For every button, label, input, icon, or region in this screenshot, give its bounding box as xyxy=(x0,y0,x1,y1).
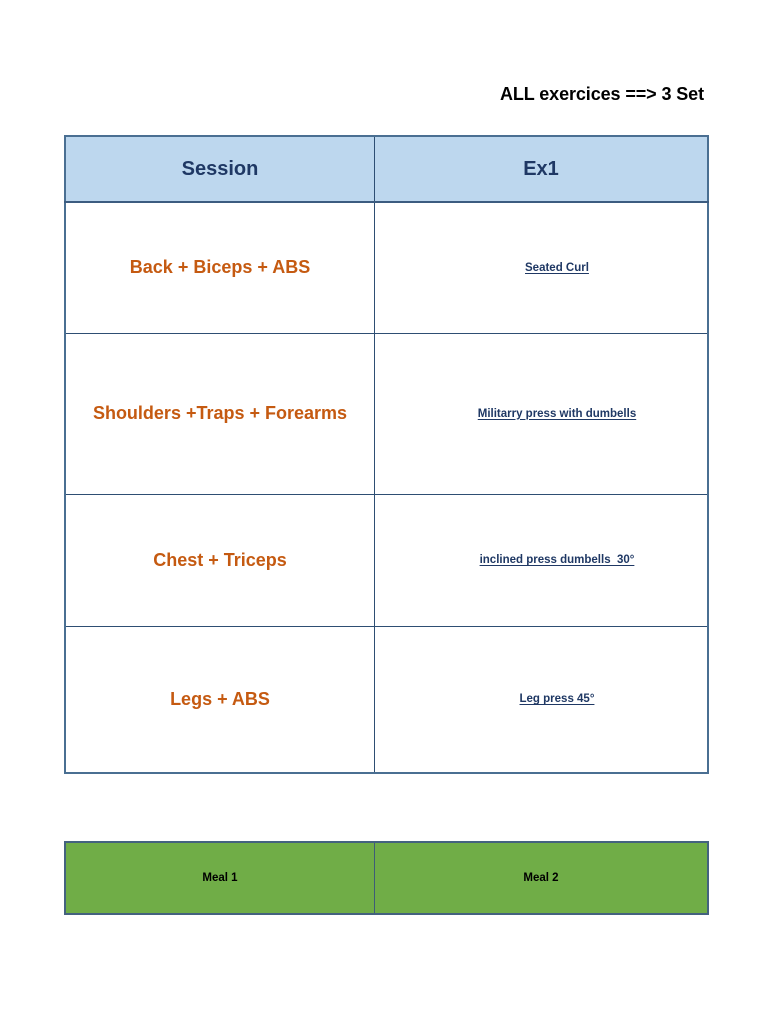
exercise-cell: inclined press dumbells 30° xyxy=(374,493,709,627)
session-name-cell: Chest + Triceps xyxy=(64,493,375,627)
workout-table-body: Back + Biceps + ABS Seated Curl Shoulder… xyxy=(64,201,709,774)
all-exercises-note: ALL exercices ==> 3 Set xyxy=(499,84,704,104)
table-row: Legs + ABS Leg press 45° xyxy=(64,625,709,774)
exercise-link[interactable]: Militarry press with dumbells xyxy=(477,407,637,420)
table-row: Chest + Triceps inclined press dumbells … xyxy=(64,493,709,627)
exercise-cell: Leg press 45° xyxy=(374,625,709,774)
workout-table-header-row: Session Ex1 xyxy=(64,135,709,203)
column-header-session: Session xyxy=(64,135,375,203)
exercise-cell: Seated Curl xyxy=(374,201,709,334)
session-name-cell: Shoulders +Traps + Forearms xyxy=(64,332,375,495)
exercise-link[interactable]: Leg press 45° xyxy=(519,693,595,706)
workout-table: Session Ex1 Back + Biceps + ABS Seated C… xyxy=(64,135,709,774)
meal-cell-2: Meal 2 xyxy=(374,841,709,915)
column-header-ex1: Ex1 xyxy=(374,135,709,203)
workout-table-head: Session Ex1 xyxy=(64,135,709,203)
exercise-link[interactable]: inclined press dumbells 30° xyxy=(479,554,635,566)
table-row: Back + Biceps + ABS Seated Curl xyxy=(64,201,709,334)
meal-cell-1: Meal 1 xyxy=(64,841,375,915)
session-name-cell: Legs + ABS xyxy=(64,625,375,774)
exercise-cell: Militarry press with dumbells xyxy=(374,332,709,495)
table-row: Shoulders +Traps + Forearms Militarry pr… xyxy=(64,332,709,495)
meal-table: Meal 1 Meal 2 xyxy=(64,841,709,915)
table-row: Meal 1 Meal 2 xyxy=(64,841,709,915)
meal-table-body: Meal 1 Meal 2 xyxy=(64,841,709,915)
session-name-cell: Back + Biceps + ABS xyxy=(64,201,375,334)
exercise-link[interactable]: Seated Curl xyxy=(525,261,589,274)
